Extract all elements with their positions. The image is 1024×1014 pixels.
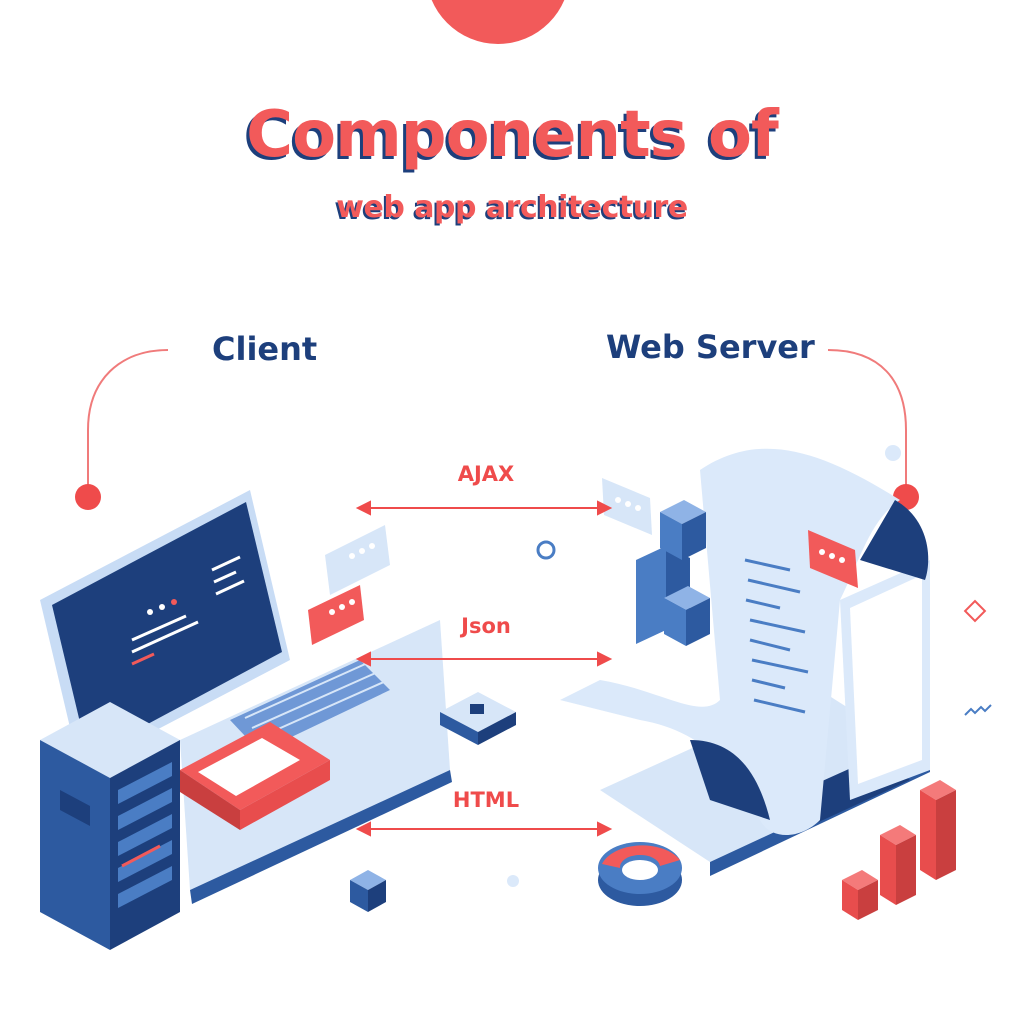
decorative-dot bbox=[885, 445, 901, 461]
top-decorative-circle bbox=[431, 0, 565, 44]
small-cube-illustration bbox=[350, 870, 386, 912]
book-illustration bbox=[180, 722, 330, 830]
chat-bubble-icon-right bbox=[808, 530, 858, 588]
html-arrow bbox=[355, 821, 613, 837]
decorative-ring bbox=[536, 540, 556, 560]
ajax-label: AJAX bbox=[457, 462, 515, 486]
json-arrow bbox=[355, 651, 613, 667]
server-connector-curve bbox=[827, 349, 907, 497]
json-label: Json bbox=[461, 614, 511, 638]
html-label: HTML bbox=[452, 788, 520, 812]
page-subtitle: web app architecture bbox=[336, 190, 688, 225]
client-connector-curve bbox=[87, 349, 169, 497]
donut-chart-illustration bbox=[598, 842, 682, 906]
decorative-diamond bbox=[963, 599, 987, 623]
chip-illustration bbox=[440, 692, 516, 745]
client-connector-dot bbox=[75, 484, 101, 510]
decorative-zigzag bbox=[964, 704, 992, 716]
server-tower-illustration bbox=[40, 702, 180, 950]
block-stack-illustration bbox=[636, 500, 710, 646]
client-label: Client bbox=[212, 330, 318, 368]
web-server-label: Web Server bbox=[606, 328, 815, 366]
chat-bubble-icons-left bbox=[308, 525, 390, 645]
bar-stack-illustration bbox=[842, 780, 956, 920]
decorative-dot bbox=[507, 875, 519, 887]
page-title: Components of bbox=[246, 98, 779, 172]
ajax-arrow bbox=[355, 500, 613, 516]
